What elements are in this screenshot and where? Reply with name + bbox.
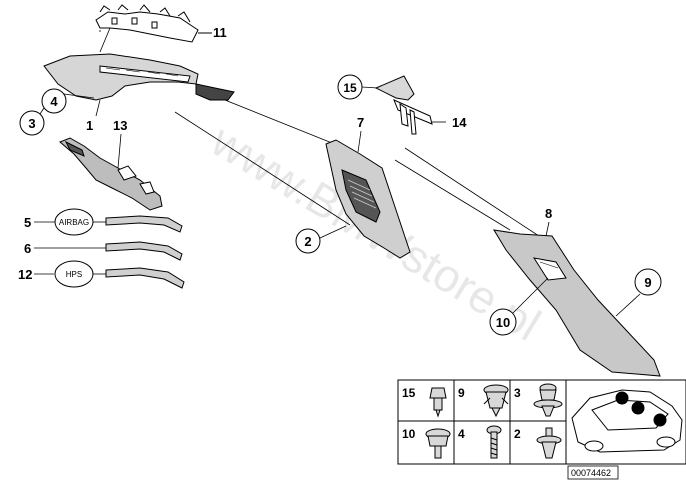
bracket-part-11 [95, 4, 212, 43]
label-7: 7 [357, 115, 364, 130]
label-11: 11 [213, 25, 227, 40]
legend-label-3: 3 [514, 386, 521, 400]
pillar-trim-part-8 [493, 229, 661, 377]
hps-badge-text: HPS [66, 270, 82, 279]
bracket-part-13 [59, 137, 163, 211]
fastener-9-icon [483, 384, 509, 418]
legend-label-9: 9 [458, 386, 465, 400]
label-10: 10 [496, 315, 510, 330]
label-14: 14 [452, 115, 467, 130]
label-8: 8 [545, 206, 552, 221]
strip-part-6 [105, 241, 183, 261]
label-1: 1 [86, 118, 93, 133]
label-4: 4 [50, 94, 58, 109]
fastener-legend: 15 9 3 10 4 2 [397, 379, 686, 465]
pillar-trim-part-1 [43, 53, 235, 101]
pillar-trim-part-7 [325, 139, 411, 259]
fastener-15-icon [429, 387, 447, 418]
label-3: 3 [28, 116, 35, 131]
car-location-icon [571, 389, 683, 453]
callout-9 [634, 268, 662, 296]
fastener-2-icon [536, 427, 562, 459]
leader-11 [99, 27, 111, 53]
label-12: 12 [18, 267, 32, 282]
callout-2 [295, 228, 321, 254]
label-2: 2 [304, 234, 311, 249]
callout-3 [19, 110, 45, 136]
label-15: 15 [343, 81, 357, 95]
legend-label-10: 10 [402, 427, 416, 441]
label-5: 5 [24, 215, 31, 230]
clip-part-14 [374, 75, 433, 135]
label-9: 9 [644, 275, 651, 290]
legend-label-15: 15 [402, 386, 416, 400]
strip-part-5 [105, 215, 183, 233]
airbag-badge-text: AIRBAG [59, 218, 89, 227]
label-6: 6 [24, 241, 31, 256]
fastener-4-icon [486, 425, 502, 459]
legend-label-4: 4 [458, 427, 465, 441]
fastener-10-icon [425, 428, 451, 459]
callout-10 [489, 308, 517, 336]
fastener-3-icon [533, 383, 563, 417]
strip-part-12 [105, 267, 185, 289]
callout-4 [41, 88, 67, 114]
legend-label-2: 2 [514, 427, 521, 441]
label-13: 13 [113, 118, 127, 133]
diagram-code: 00074462 [571, 468, 611, 478]
diagram-code-box [567, 465, 619, 480]
